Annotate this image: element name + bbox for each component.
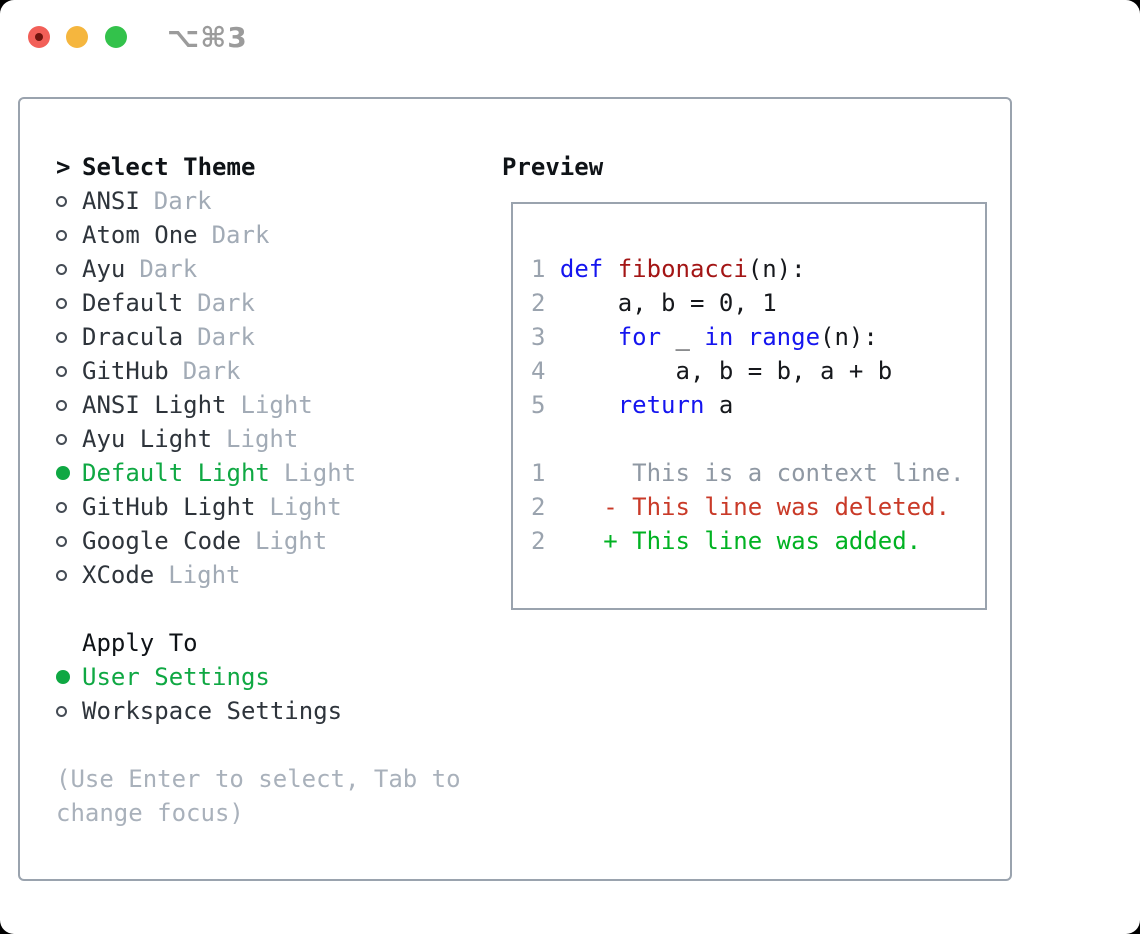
option-label: GitHub bbox=[82, 357, 169, 385]
preview-line bbox=[531, 425, 985, 459]
preview-line: 1 This is a context line. bbox=[531, 459, 965, 487]
theme-option-default-light[interactable]: Default Light Light bbox=[56, 456, 496, 490]
radio-icon bbox=[56, 331, 82, 343]
variant-tag: Dark bbox=[211, 221, 270, 249]
theme-option-ayu-light[interactable]: Ayu Light Light bbox=[56, 422, 496, 456]
preview-line: 3 for _ in range(n): bbox=[531, 323, 878, 351]
select-theme-title: Select Theme bbox=[82, 153, 256, 181]
radio-icon bbox=[56, 433, 82, 445]
theme-option-ansi-light[interactable]: ANSI Light Light bbox=[56, 388, 496, 422]
variant-tag: Dark bbox=[197, 289, 255, 317]
option-label: GitHub Light bbox=[82, 493, 256, 521]
code-preview-box: 1 def fibonacci(n): 2 a, b = 0, 1 3 for _ … bbox=[511, 202, 987, 610]
variant-tag: Light bbox=[254, 527, 328, 555]
preview-line: 1 def fibonacci(n): bbox=[531, 255, 806, 283]
variant-tag: Light bbox=[226, 425, 299, 453]
cursor-arrow-icon: > bbox=[56, 153, 71, 181]
keyboard-shortcut-label: ⌥⌘3 bbox=[167, 21, 248, 54]
radio-selected-icon bbox=[56, 466, 82, 480]
radio-icon bbox=[56, 569, 82, 581]
theme-option-google-code[interactable]: Google Code Light bbox=[56, 524, 496, 558]
usage-hint: (Use Enter to select, Tab to change focu… bbox=[56, 765, 461, 827]
theme-option-ansi[interactable]: ANSI Dark bbox=[56, 184, 496, 218]
variant-tag: Dark bbox=[182, 357, 241, 385]
variant-tag: Light bbox=[269, 493, 342, 521]
option-label: User Settings bbox=[82, 663, 270, 691]
theme-option-default[interactable]: Default Dark bbox=[56, 286, 496, 320]
radio-icon bbox=[56, 535, 82, 547]
option-label: Default bbox=[82, 289, 184, 317]
preview-line: 2 + This line was added. bbox=[531, 527, 922, 555]
preview-line: 4 a, b = b, a + b bbox=[531, 357, 893, 385]
preview-line bbox=[531, 221, 985, 255]
minimize-button[interactable] bbox=[66, 26, 88, 48]
theme-option-dracula[interactable]: Dracula Dark bbox=[56, 320, 496, 354]
option-label: Atom One bbox=[82, 221, 198, 249]
spacer bbox=[56, 592, 496, 626]
variant-tag: Light bbox=[283, 459, 357, 487]
variant-tag: Light bbox=[240, 391, 313, 419]
option-label: XCode bbox=[82, 561, 155, 589]
option-label: Ayu bbox=[82, 255, 126, 283]
preview-column: Preview 1 def fibonacci(n): 2 a, b = 0, 1… bbox=[502, 150, 1002, 610]
radio-icon bbox=[56, 263, 82, 275]
variant-tag: Dark bbox=[153, 187, 212, 215]
theme-option-github[interactable]: GitHub Dark bbox=[56, 354, 496, 388]
theme-option-github-light[interactable]: GitHub Light Light bbox=[56, 490, 496, 524]
variant-tag: Dark bbox=[197, 323, 255, 351]
select-theme-header: > Select Theme bbox=[56, 150, 496, 184]
theme-option-ayu[interactable]: Ayu Dark bbox=[56, 252, 496, 286]
radio-icon bbox=[56, 195, 82, 207]
radio-icon bbox=[56, 297, 82, 309]
variant-tag: Light bbox=[168, 561, 241, 589]
option-label: ANSI bbox=[82, 187, 140, 215]
preview-header: Preview bbox=[502, 150, 1002, 184]
titlebar: ⌥⌘3 bbox=[0, 0, 1140, 74]
option-label: Dracula bbox=[82, 323, 184, 351]
preview-line: 2 - This line was deleted. bbox=[531, 493, 951, 521]
apply-to-title: Apply To bbox=[82, 629, 198, 657]
radio-selected-icon bbox=[56, 670, 82, 684]
radio-icon bbox=[56, 705, 82, 717]
apply-option-user-settings[interactable]: User Settings bbox=[56, 660, 496, 694]
zoom-button[interactable] bbox=[105, 26, 127, 48]
radio-icon bbox=[56, 365, 82, 377]
apply-to-header: Apply To bbox=[56, 626, 496, 660]
option-label: Google Code bbox=[82, 527, 241, 555]
theme-option-atom-one[interactable]: Atom One Dark bbox=[56, 218, 496, 252]
variant-tag: Dark bbox=[139, 255, 198, 283]
radio-icon bbox=[56, 501, 82, 513]
option-label: ANSI Light bbox=[82, 391, 227, 419]
preview-line: 5 return a bbox=[531, 391, 734, 419]
close-button[interactable] bbox=[28, 26, 50, 48]
theme-option-xcode[interactable]: XCode Light bbox=[56, 558, 496, 592]
radio-icon bbox=[56, 229, 82, 241]
radio-icon bbox=[56, 399, 82, 411]
option-label: Ayu Light bbox=[82, 425, 213, 453]
preview-line: 2 a, b = 0, 1 bbox=[531, 289, 777, 317]
option-label: Workspace Settings bbox=[82, 697, 343, 725]
option-label: Default Light bbox=[82, 459, 270, 487]
apply-option-workspace-settings[interactable]: Workspace Settings bbox=[56, 694, 496, 728]
preview-title: Preview bbox=[502, 153, 604, 181]
